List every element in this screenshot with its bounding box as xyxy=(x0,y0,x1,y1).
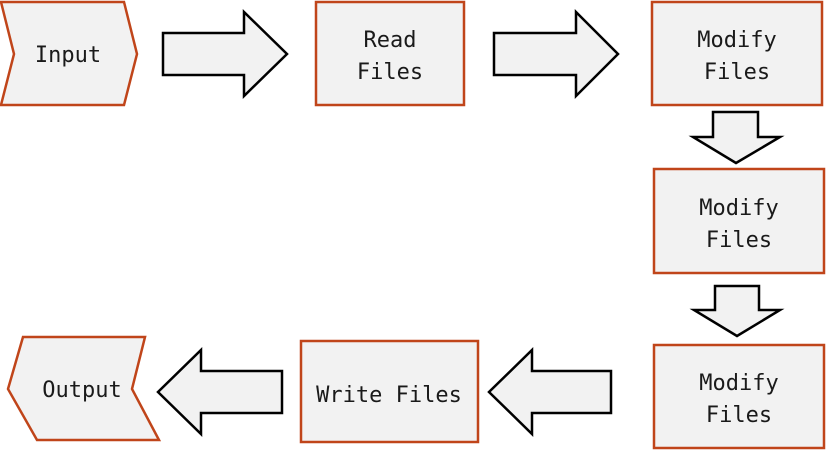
write-files-label: Write Files xyxy=(316,383,462,408)
arrow-modify-2-to-modify-3 xyxy=(689,284,785,338)
modify-files-1-label-line2: Files xyxy=(704,60,770,85)
modify-files-3-box xyxy=(652,343,826,450)
read-files-label-line1: Read xyxy=(364,28,417,53)
output-chevron-shape xyxy=(6,335,162,442)
read-files-box xyxy=(314,0,466,107)
node-input: Input xyxy=(0,0,139,107)
modify-files-3-label-line2: Files xyxy=(706,403,772,428)
write-files-box xyxy=(299,339,480,444)
arrow-input-to-read xyxy=(161,9,289,99)
node-write-files: Write Files xyxy=(299,339,480,444)
input-label: Input xyxy=(35,43,101,68)
node-modify-files-2: Modify Files xyxy=(652,167,826,275)
read-files-label-line2: Files xyxy=(357,60,423,85)
arrow-modify-1-to-modify-2 xyxy=(688,110,785,165)
modify-files-3-label-line1: Modify xyxy=(699,371,778,396)
input-chevron-shape xyxy=(0,0,139,107)
modify-files-2-label-line1: Modify xyxy=(699,196,778,221)
arrow-read-to-modify-1 xyxy=(492,8,620,100)
node-modify-files-1: Modify Files xyxy=(650,0,824,107)
output-label: Output xyxy=(42,378,121,403)
node-read-files: Read Files xyxy=(314,0,466,107)
node-output: Output xyxy=(6,335,162,442)
modify-files-2-box xyxy=(652,167,826,275)
node-modify-files-3: Modify Files xyxy=(652,343,826,450)
modify-files-1-label-line1: Modify xyxy=(697,28,776,53)
modify-files-1-box xyxy=(650,0,824,107)
modify-files-2-label-line2: Files xyxy=(706,228,772,253)
arrow-write-to-output xyxy=(156,347,284,437)
arrow-modify-3-to-write xyxy=(487,347,613,437)
